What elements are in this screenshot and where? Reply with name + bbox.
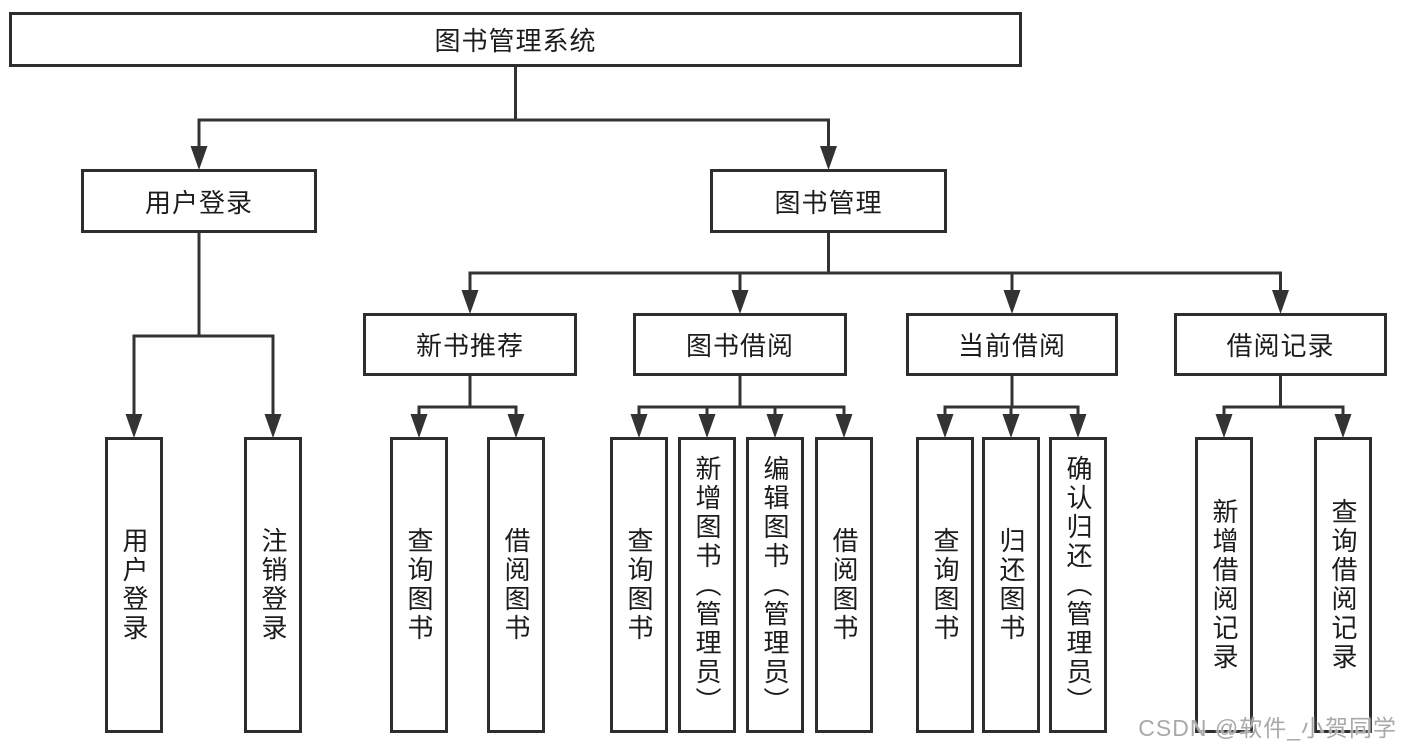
arrowhead-icon — [630, 414, 648, 438]
arrowhead-icon — [1272, 290, 1289, 314]
node-label-borrowing-records: 借阅记录 — [1226, 331, 1335, 361]
node-label-leaf-query-borrow-record: 查询借阅记录 — [1328, 498, 1358, 672]
node-label-leaf-query-books-1: 查询图书 — [404, 527, 434, 643]
arrowhead-icon — [1002, 414, 1020, 438]
node-book-management: 图书管理 — [710, 169, 947, 233]
node-root: 图书管理系统 — [9, 12, 1022, 67]
node-leaf-add-borrow-record: 新增借阅记录 — [1195, 437, 1253, 733]
node-leaf-return-books: 归还图书 — [982, 437, 1040, 733]
arrowhead-icon — [1003, 290, 1021, 314]
arrowhead-icon — [698, 414, 716, 438]
arrowhead-icon — [936, 414, 954, 438]
node-label-leaf-user-login: 用户登录 — [119, 527, 149, 643]
arrowhead-icon — [461, 290, 479, 314]
node-leaf-add-books-admin: 新增图书（管理员） — [678, 437, 736, 733]
arrowhead-icon — [190, 146, 208, 170]
node-label-leaf-confirm-return-admin: 确认归还（管理员） — [1063, 454, 1093, 716]
node-label-current-borrowing: 当前借阅 — [957, 331, 1066, 361]
node-leaf-user-login: 用户登录 — [105, 437, 163, 733]
node-label-leaf-return-books: 归还图书 — [996, 527, 1026, 643]
node-leaf-borrow-books-2: 借阅图书 — [815, 437, 873, 733]
node-new-book-recommend: 新书推荐 — [363, 313, 577, 376]
arrowhead-icon — [410, 414, 428, 438]
node-label-book-management: 图书管理 — [774, 187, 883, 218]
node-user-login: 用户登录 — [81, 169, 317, 233]
node-label-new-book-recommend: 新书推荐 — [415, 331, 524, 361]
node-leaf-query-borrow-record: 查询借阅记录 — [1314, 437, 1372, 733]
node-label-leaf-add-borrow-record: 新增借阅记录 — [1209, 498, 1239, 672]
csdn-watermark: CSDN @软件_小贺同学 — [1138, 715, 1397, 741]
node-leaf-edit-books-admin: 编辑图书（管理员） — [746, 437, 804, 733]
arrowhead-icon — [125, 414, 143, 438]
arrowhead-icon — [507, 414, 525, 438]
node-label-leaf-borrow-books-2: 借阅图书 — [829, 527, 859, 643]
node-label-root: 图书管理系统 — [434, 26, 597, 56]
arrowhead-icon — [820, 146, 837, 170]
node-book-borrowing: 图书借阅 — [633, 313, 847, 376]
arrowhead-icon — [766, 414, 784, 438]
node-leaf-logout: 注销登录 — [244, 437, 302, 733]
node-leaf-confirm-return-admin: 确认归还（管理员） — [1049, 437, 1107, 733]
arrowhead-icon — [835, 414, 853, 438]
arrowhead-icon — [1069, 414, 1087, 438]
node-leaf-query-books-1: 查询图书 — [390, 437, 448, 733]
node-label-leaf-borrow-books-1: 借阅图书 — [501, 527, 531, 643]
node-label-leaf-edit-books-admin: 编辑图书（管理员） — [760, 454, 790, 716]
node-leaf-query-books-2: 查询图书 — [610, 437, 668, 733]
node-borrowing-records: 借阅记录 — [1174, 313, 1387, 376]
node-label-leaf-logout: 注销登录 — [258, 527, 288, 643]
node-leaf-query-books-3: 查询图书 — [916, 437, 974, 733]
node-label-leaf-add-books-admin: 新增图书（管理员） — [692, 454, 722, 716]
node-label-book-borrowing: 图书借阅 — [685, 331, 794, 361]
node-leaf-borrow-books-1: 借阅图书 — [487, 437, 545, 733]
arrowhead-icon — [1215, 414, 1233, 438]
arrowhead-icon — [1334, 414, 1352, 438]
arrowhead-icon — [731, 290, 749, 314]
node-label-leaf-query-books-2: 查询图书 — [624, 527, 654, 643]
node-current-borrowing: 当前借阅 — [906, 313, 1118, 376]
node-label-user-login: 用户登录 — [144, 187, 253, 218]
node-label-leaf-query-books-3: 查询图书 — [930, 527, 960, 643]
arrowhead-icon — [264, 414, 282, 438]
